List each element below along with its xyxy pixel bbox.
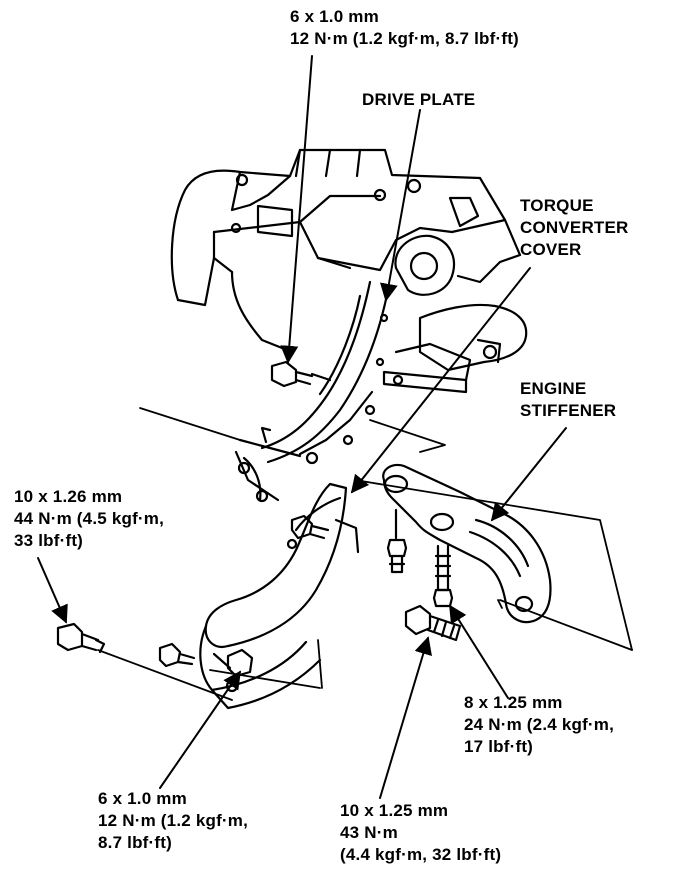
stiffener-small-bolt-torque-ft: 17 lbf·ft) xyxy=(464,737,534,756)
label-left-bolt: 10 x 1.26 mm 44 N·m (4.5 kgf·m, 33 lbf·f… xyxy=(14,486,164,552)
top-bolt-torque: 12 N·m (1.2 kgf·m, 8.7 lbf·ft) xyxy=(290,29,519,48)
bolt-stiffener-a xyxy=(386,508,408,574)
reference-lines xyxy=(97,407,633,701)
bolt-cover-center xyxy=(226,648,254,678)
stiffener-large-bolt-torque-alt: (4.4 kgf·m, 32 lbf·ft) xyxy=(340,845,502,864)
engine-block xyxy=(170,148,522,354)
label-stiffener-small-bolt: 8 x 1.25 mm 24 N·m (2.4 kgf·m, 17 lbf·ft… xyxy=(464,692,614,758)
bolt-stiffener-b xyxy=(432,544,454,608)
bolt-left xyxy=(56,622,106,654)
bolt-top xyxy=(270,360,332,388)
tcc-line1: TORQUE xyxy=(520,196,594,215)
label-torque-converter-cover: TORQUE CONVERTER COVER xyxy=(520,195,629,261)
stiffener-small-bolt-size: 8 x 1.25 mm xyxy=(464,693,563,712)
bolt-cover-upper xyxy=(290,514,330,540)
torque-converter-cover xyxy=(199,482,360,710)
left-bolt-torque: 44 N·m (4.5 kgf·m, xyxy=(14,509,165,528)
engine-mount-arm xyxy=(382,303,528,394)
bottom-left-bolt-torque-ft: 8.7 lbf·ft) xyxy=(98,833,172,852)
stiffener-large-bolt-torque: 43 N·m xyxy=(340,823,398,842)
label-top-bolt: 6 x 1.0 mm 12 N·m (1.2 kgf·m, 8.7 lbf·ft… xyxy=(290,6,519,50)
drive-plate xyxy=(260,280,390,465)
bolt-lower-left xyxy=(158,642,196,668)
stiffener-small-bolt-torque: 24 N·m (2.4 kgf·m, xyxy=(464,715,615,734)
bottom-left-bolt-size: 6 x 1.0 mm xyxy=(98,789,187,808)
tcc-line3: COVER xyxy=(520,240,582,259)
label-bottom-left-bolt: 6 x 1.0 mm 12 N·m (1.2 kgf·m, 8.7 lbf·ft… xyxy=(98,788,248,854)
label-stiffener-large-bolt: 10 x 1.25 mm 43 N·m (4.4 kgf·m, 32 lbf·f… xyxy=(340,800,501,866)
left-bolt-size: 10 x 1.26 mm xyxy=(14,487,123,506)
top-bolt-size: 6 x 1.0 mm xyxy=(290,7,379,26)
stiffener-large-bolt-size: 10 x 1.25 mm xyxy=(340,801,449,820)
bottom-left-bolt-torque: 12 N·m (1.2 kgf·m, xyxy=(98,811,249,830)
left-bolt-torque-ft: 33 lbf·ft) xyxy=(14,531,84,550)
tcc-line2: CONVERTER xyxy=(520,218,629,237)
label-engine-stiffener: ENGINE STIFFENER xyxy=(520,378,616,422)
stiffener-line2: STIFFENER xyxy=(520,401,617,420)
transmission-housing xyxy=(234,426,302,503)
label-drive-plate: DRIVE PLATE xyxy=(362,89,475,111)
drive-plate-text: DRIVE PLATE xyxy=(362,90,476,109)
bolt-stiffener-large xyxy=(404,604,462,642)
leader-lines xyxy=(37,55,567,799)
stiffener-line1: ENGINE xyxy=(520,379,587,398)
